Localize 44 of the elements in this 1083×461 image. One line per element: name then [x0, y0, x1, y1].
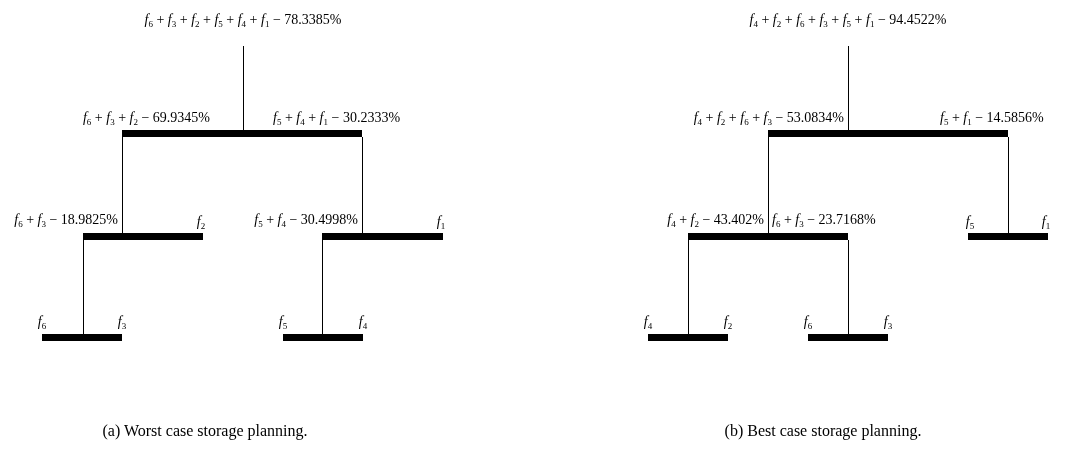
formula-label: f$_{6}$: [37, 314, 47, 330]
tree-bar: [83, 233, 203, 240]
connector-line: [768, 136, 769, 234]
connector-line: [243, 45, 244, 131]
tree-bar: [283, 334, 363, 341]
connector-line: [362, 136, 363, 234]
formula-label: f$_{6}$: [803, 314, 813, 330]
tree-bar: [768, 130, 1008, 137]
formula-label: f$_{6}$ + f$_{3}$ + f$_{2}$ − 69.9345%: [82, 110, 210, 126]
tree-bar: [122, 130, 362, 137]
tree-bar: [648, 334, 728, 341]
connector-line: [322, 239, 323, 335]
tree-bar: [808, 334, 888, 341]
formula-label: f$_{4}$ + f$_{2}$ + f$_{6}$ + f$_{3}$ + f$_{5}$ + f$_{1}$ − 94.4522%: [749, 12, 947, 28]
connector-line: [688, 239, 689, 335]
formula-label: f$_{2}$: [723, 314, 733, 330]
formula-label: f$_{2}$: [196, 214, 206, 230]
formula-label: f$_{6}$ + f$_{3}$ − 18.9825%: [14, 212, 118, 228]
tree-bar: [688, 233, 848, 240]
tree-bar: [42, 334, 122, 341]
formula-label: f$_{4}$ + f$_{2}$ + f$_{6}$ + f$_{3}$ − 53.0834%: [693, 110, 844, 126]
connector-line: [1008, 136, 1009, 234]
formula-label: f$_{5}$ + f$_{4}$ − 30.4998%: [254, 212, 358, 228]
formula-label: f$_{5}$ + f$_{4}$ + f$_{1}$ − 30.2333%: [273, 110, 401, 126]
tree-bar: [968, 233, 1048, 240]
connector-line: [122, 136, 123, 234]
formula-label: f$_{1}$: [436, 214, 446, 230]
formula-label: f$_{4}$: [358, 314, 368, 330]
figure-caption: (b) Best case storage planning.: [724, 422, 922, 440]
formula-label: f$_{5}$ + f$_{1}$ − 14.5856%: [940, 110, 1044, 126]
connector-line: [848, 239, 849, 335]
formula-label: f$_{3}$: [117, 314, 127, 330]
tree-bar: [322, 233, 443, 240]
formula-label: f$_{4}$ + f$_{2}$ − 43.402%: [667, 212, 764, 228]
connector-line: [83, 239, 84, 335]
formula-label: f$_{5}$: [965, 214, 975, 230]
formula-label: f$_{6}$ + f$_{3}$ − 23.7168%: [772, 212, 876, 228]
formula-label: f$_{6}$ + f$_{3}$ + f$_{2}$ + f$_{5}$ + f$_{4}$ + f$_{1}$ − 78.3385%: [144, 12, 342, 28]
formula-label: f$_{3}$: [883, 314, 893, 330]
formula-label: f$_{4}$: [643, 314, 653, 330]
formula-label: f$_{5}$: [278, 314, 288, 330]
connector-line: [848, 45, 849, 131]
figure-caption: (a) Worst case storage planning.: [102, 422, 308, 440]
formula-label: f$_{1}$: [1041, 214, 1051, 230]
